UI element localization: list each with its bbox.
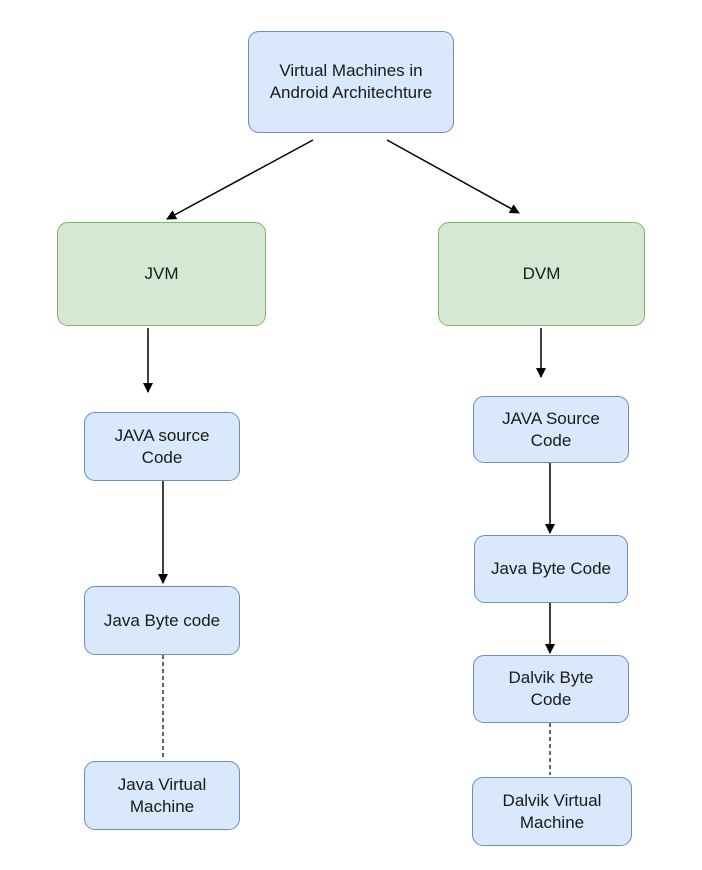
dvm-node: DVM [438,222,645,326]
jvm-java-byte-code-node: Java Byte code [84,586,240,655]
dalvik-virtual-machine-node: Dalvik Virtual Machine [472,777,632,846]
java-virtual-machine-node: Java Virtual Machine [84,761,240,830]
root-node: Virtual Machines in Android Architechtur… [248,31,454,133]
dvm-java-byte-code-node: Java Byte Code [474,535,628,603]
arrow-root-to-jvm [166,139,314,220]
jvm-node: JVM [57,222,266,326]
arrow-root-to-dvm [386,139,520,214]
dalvik-byte-code-node: Dalvik Byte Code [473,655,629,723]
jvm-java-source-code-node: JAVA source Code [84,412,240,481]
dvm-java-source-code-node: JAVA Source Code [473,396,629,463]
